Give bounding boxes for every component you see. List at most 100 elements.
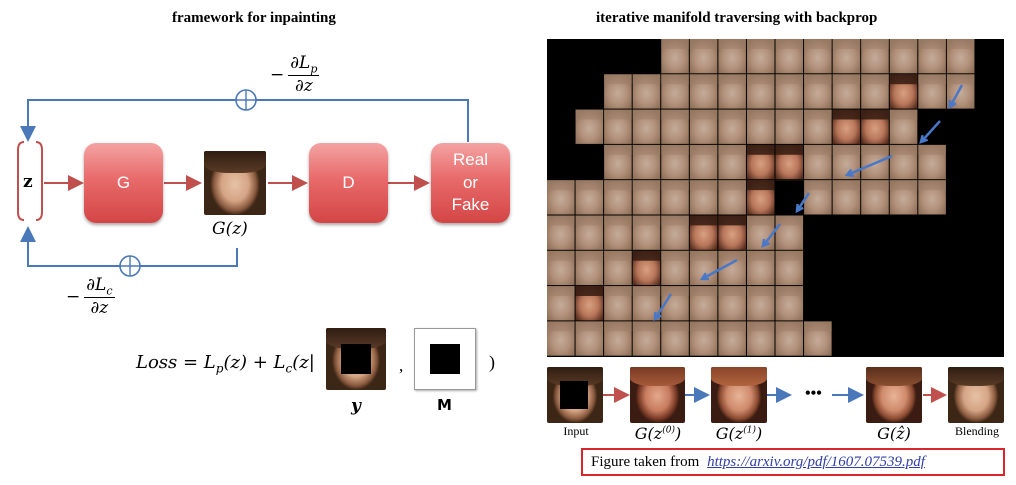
- face-thumbnail: [746, 74, 775, 109]
- sequence-arrows: [603, 387, 947, 403]
- face-thumbnail: [746, 321, 775, 356]
- caption-blending: Blending: [955, 424, 999, 438]
- face-thumbnail: [804, 180, 832, 215]
- face-thumbnail: [661, 109, 689, 144]
- top-gradient-numerator: ∂L: [290, 53, 311, 73]
- masked-input-image: [326, 328, 386, 390]
- face-thumbnail: [804, 74, 832, 109]
- face-thumbnail: [889, 144, 918, 180]
- face-thumbnail: [604, 286, 632, 321]
- face-thumbnail: [889, 180, 918, 215]
- traversal-arrow: [948, 84, 964, 110]
- caption-input: Input: [563, 424, 589, 438]
- top-gradient-label: − ∂Lp ∂z: [270, 53, 320, 97]
- citation-box: Figure taken from https://arxiv.org/pdf/…: [581, 448, 1005, 476]
- top-gradient-denominator: ∂z: [294, 76, 313, 97]
- face-thumbnail: [889, 74, 918, 109]
- traversal-arrow: [761, 223, 781, 249]
- loss-sub-p: p: [215, 361, 224, 376]
- sequence-ellipsis: •••: [805, 385, 822, 402]
- face-thumbnail: [689, 109, 718, 144]
- face-thumbnail: [575, 286, 604, 321]
- discriminator-label: D: [342, 172, 355, 192]
- face-thumbnail: [832, 39, 861, 74]
- citation-link[interactable]: https://arxiv.org/pdf/1607.07539.pdf: [707, 453, 925, 470]
- face-thumbnail: [746, 109, 775, 144]
- face-thumbnail: [775, 286, 804, 321]
- bottom-gradient-numerator: ∂L: [86, 275, 107, 295]
- face-thumbnail: [661, 321, 689, 356]
- face-thumbnail: [575, 321, 604, 356]
- loss-sub-c: c: [285, 361, 293, 376]
- face-thumbnail: [547, 215, 575, 250]
- generated-face-image: [204, 151, 266, 215]
- face-thumbnail: [918, 180, 946, 215]
- face-thumbnail: [718, 74, 746, 109]
- face-thumbnail: [689, 215, 718, 250]
- face-thumbnail: [918, 74, 946, 109]
- face-thumbnail: [889, 39, 918, 74]
- face-thumbnail: [661, 74, 689, 109]
- face-thumbnail: [689, 39, 718, 74]
- face-thumbnail: [661, 215, 689, 250]
- face-thumbnail: [918, 39, 946, 74]
- face-thumbnail: [689, 144, 718, 180]
- face-thumbnail: [575, 180, 604, 215]
- right-panel-title: iterative manifold traversing with backp…: [596, 10, 878, 26]
- real-label: Real: [453, 149, 488, 169]
- face-thumbnail: [547, 321, 575, 356]
- face-thumbnail: [946, 39, 975, 74]
- loss-prefix: Loss = L: [136, 352, 216, 373]
- z-vector-bracket: [17, 141, 43, 221]
- face-thumbnail: [547, 180, 575, 215]
- generator-box: G: [84, 143, 163, 223]
- face-thumbnail: [775, 109, 804, 144]
- fake-label: Fake: [451, 195, 490, 215]
- face-thumbnail: [918, 144, 946, 180]
- face-thumbnail: [547, 250, 575, 286]
- face-thumbnail: [718, 39, 746, 74]
- face-thumbnail: [661, 180, 689, 215]
- discriminator-box: D: [309, 143, 388, 223]
- bottom-gradient-sign: −: [66, 287, 81, 308]
- face-thumbnail: [804, 321, 832, 356]
- face-thumbnail: [804, 144, 832, 180]
- face-thumbnail: [689, 74, 718, 109]
- bottom-sum-node: [119, 255, 141, 277]
- sequence-gz1-image: [711, 367, 767, 423]
- or-label: or: [462, 172, 479, 192]
- sequence-blending-image: [948, 367, 1004, 423]
- face-thumbnail: [632, 109, 661, 144]
- citation-prefix: Figure taken from: [591, 453, 704, 470]
- face-thumbnail: [746, 180, 775, 215]
- loss-close-paren: ): [489, 352, 495, 372]
- face-thumbnail: [718, 109, 746, 144]
- face-thumbnail: [661, 39, 689, 74]
- face-thumbnail: [861, 180, 889, 215]
- face-thumbnail: [746, 286, 775, 321]
- face-thumbnail: [604, 180, 632, 215]
- face-thumbnail: [604, 250, 632, 286]
- framework-diagram-lines: [17, 89, 469, 277]
- caption-gz0: G(z(0)): [634, 424, 682, 443]
- face-thumbnail: [775, 250, 804, 286]
- face-thumbnail: [632, 74, 661, 109]
- face-thumbnail: [604, 109, 632, 144]
- real-or-fake-box: Real or Fake: [431, 143, 510, 223]
- loss-equation: Loss = Lp(z) + Lc(z|: [136, 352, 315, 376]
- bottom-gradient-subscript: c: [106, 284, 113, 298]
- face-thumbnail: [632, 215, 661, 250]
- face-thumbnail: [632, 180, 661, 215]
- traversal-arrow: [653, 293, 673, 322]
- manifold-grid: [547, 39, 1004, 357]
- face-thumbnail: [575, 215, 604, 250]
- face-thumbnail: [832, 144, 861, 180]
- loss-mid: (z) + L: [223, 352, 286, 373]
- face-thumbnail: [575, 109, 604, 144]
- face-thumbnail: [718, 215, 746, 250]
- face-thumbnail: [604, 144, 632, 180]
- face-thumbnail: [718, 180, 746, 215]
- bottom-gradient-denominator: ∂z: [90, 298, 109, 319]
- face-thumbnail: [861, 39, 889, 74]
- face-thumbnail: [746, 250, 775, 286]
